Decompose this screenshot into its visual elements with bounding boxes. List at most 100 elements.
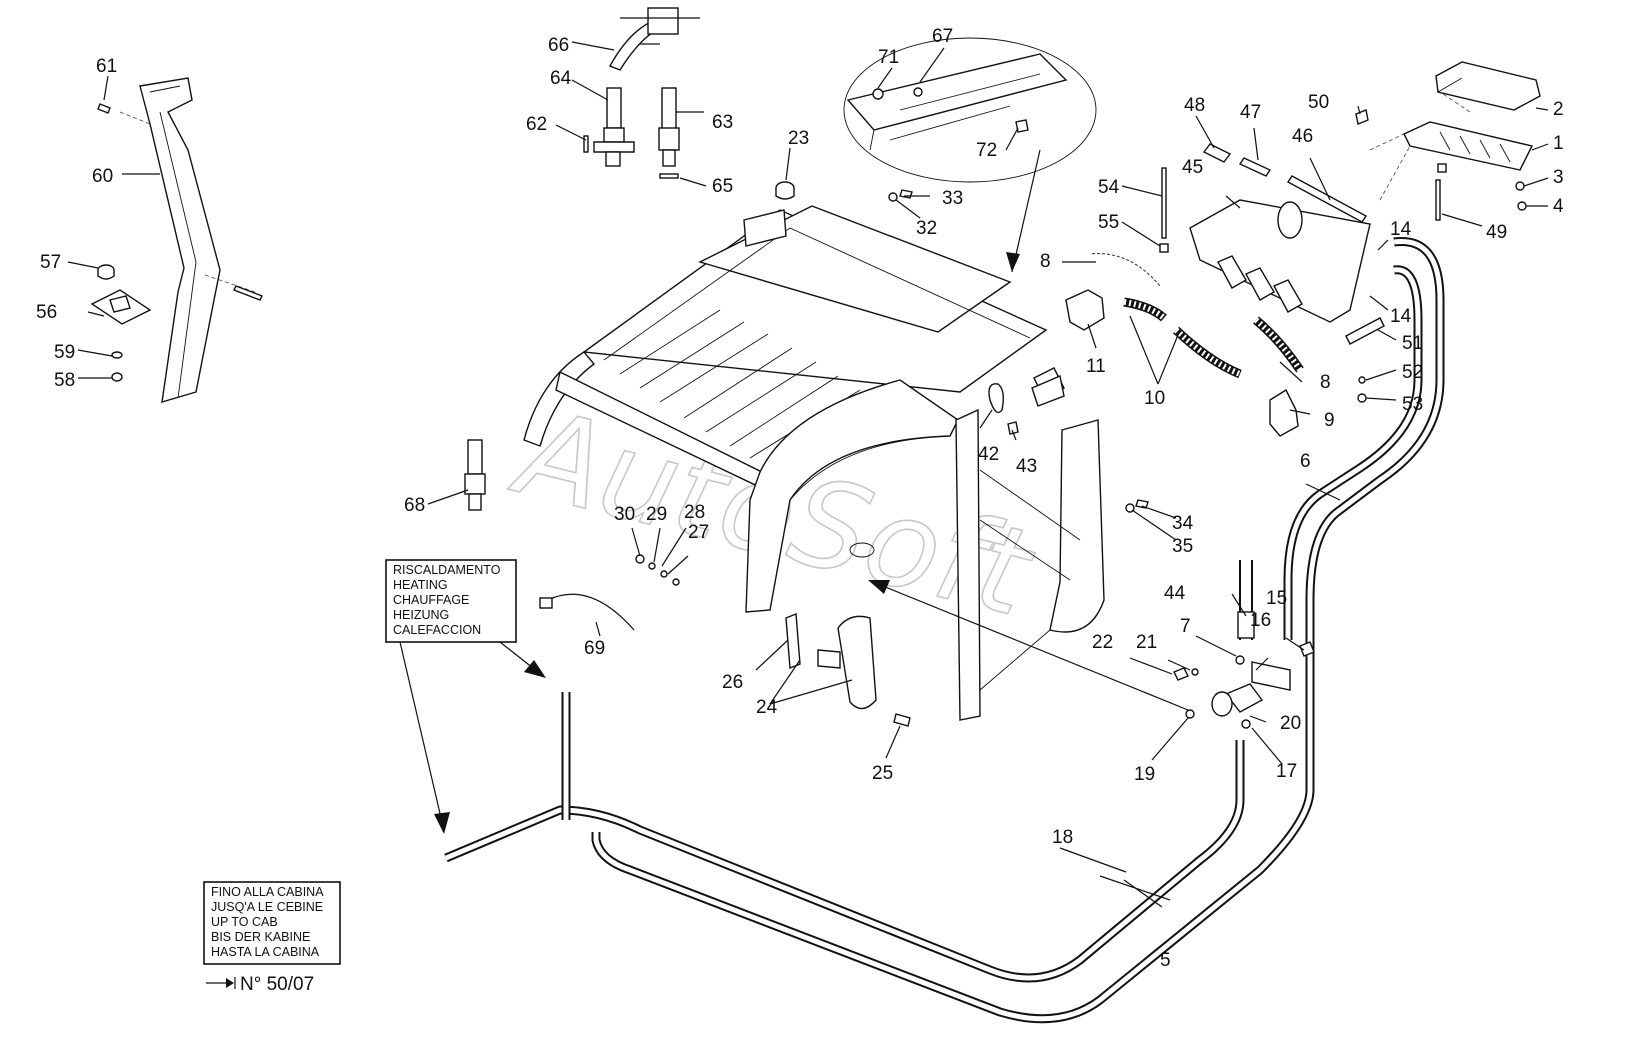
heating-line-2: HEATING	[393, 578, 448, 592]
hose-10	[1123, 297, 1242, 379]
callout-48: 48	[1184, 95, 1205, 116]
callout-56: 56	[36, 302, 57, 323]
hose-8-top	[1089, 250, 1163, 288]
callout-55: 55	[1098, 212, 1119, 233]
serial-note-text: N° 50/07	[240, 974, 314, 995]
callout-25: 25	[872, 763, 893, 784]
duct-11	[1065, 289, 1105, 331]
cable-69	[539, 593, 635, 631]
callout-62: 62	[526, 114, 547, 135]
hose-6b	[1283, 265, 1423, 640]
callout-71: 71	[878, 47, 899, 68]
callout-26: 26	[722, 672, 743, 693]
callout-57: 57	[40, 252, 61, 273]
pin-62	[583, 135, 589, 153]
callout-34: 34	[1172, 513, 1194, 534]
callout-5: 5	[1160, 950, 1171, 971]
nut-58	[111, 372, 123, 382]
hose-6	[591, 237, 1445, 1024]
callout-42: 42	[978, 444, 999, 465]
callout-15: 15	[1266, 588, 1287, 609]
callout-32: 32	[916, 218, 937, 239]
callout-1: 1	[1553, 133, 1564, 154]
callout-14-bottom: 14	[1390, 306, 1412, 327]
up-to-cab-line-5: HASTA LA CABINA	[211, 945, 320, 959]
callout-20: 20	[1280, 713, 1301, 734]
callout-43: 43	[1016, 456, 1037, 477]
callout-54: 54	[1098, 177, 1120, 198]
pillar-trim	[119, 77, 263, 403]
callout-64: 64	[550, 68, 572, 89]
callout-30: 30	[614, 504, 635, 525]
up-to-cab-line-1: FINO ALLA CABINA	[211, 885, 324, 899]
callout-3: 3	[1553, 167, 1564, 188]
elbow-48	[1202, 143, 1232, 163]
callout-65: 65	[712, 176, 733, 197]
connection-arrow	[849, 542, 1189, 711]
callout-69: 69	[584, 638, 605, 659]
callout-44: 44	[1164, 583, 1186, 604]
screw-32-33	[888, 189, 913, 202]
up-to-cab-line-2: JUSQ'A LE CEBINE	[211, 900, 323, 914]
callout-60: 60	[92, 166, 113, 187]
callout-17: 17	[1276, 761, 1297, 782]
duct-cab-outlet	[1031, 375, 1065, 407]
mirror-24	[785, 612, 877, 710]
callout-8-top: 8	[1040, 251, 1051, 272]
callout-45: 45	[1182, 157, 1203, 178]
callout-labels: 1 2 3 4 5 6 7 8 8 9 10 11 14 14 15 16 17…	[36, 26, 1564, 971]
callout-11: 11	[1086, 356, 1106, 377]
valve-63	[658, 87, 680, 167]
hose-44	[1237, 560, 1255, 640]
callout-63: 63	[712, 112, 733, 133]
callout-24: 24	[756, 697, 778, 718]
callout-4: 4	[1553, 196, 1564, 217]
callout-47: 47	[1240, 102, 1261, 123]
callout-35: 35	[1172, 536, 1193, 557]
bracket-51	[1345, 317, 1385, 345]
callout-29: 29	[646, 504, 667, 525]
rod-47	[1238, 157, 1272, 177]
detail-inset	[843, 37, 1097, 273]
callout-16: 16	[1250, 610, 1271, 631]
screw-61	[97, 103, 111, 114]
hardware-52-53	[1357, 376, 1367, 403]
callout-33: 33	[942, 188, 963, 209]
callout-2: 2	[1553, 99, 1564, 120]
heating-box: RISCALDAMENTO HEATING CHAUFFAGE HEIZUNG …	[385, 559, 546, 834]
callout-22: 22	[1092, 632, 1113, 653]
callout-52: 52	[1402, 362, 1423, 383]
up-to-cab-line-4: BIS DER KABINE	[211, 930, 310, 944]
bracket-56	[90, 289, 152, 325]
screw-25	[893, 713, 911, 727]
callout-68: 68	[404, 495, 425, 516]
rod-54	[1161, 167, 1167, 239]
callout-28: 28	[684, 502, 705, 523]
heater-45	[1189, 199, 1371, 323]
callout-10: 10	[1144, 388, 1165, 409]
screw-34-35	[1125, 499, 1149, 513]
callout-51: 51	[1402, 333, 1423, 354]
heating-line-4: HEIZUNG	[393, 608, 449, 622]
filter-1	[1369, 91, 1534, 201]
callout-23: 23	[788, 128, 809, 149]
clip-55	[1159, 243, 1169, 253]
washer-59	[111, 351, 123, 359]
callout-50: 50	[1308, 92, 1329, 113]
valve-68	[464, 439, 486, 511]
filter-cover-2	[1435, 61, 1541, 111]
callout-9: 9	[1324, 410, 1335, 431]
callout-6: 6	[1300, 451, 1311, 472]
screw-43	[1007, 421, 1019, 435]
valve-64	[593, 87, 635, 167]
up-to-cab-line-3: UP TO CAB	[211, 915, 278, 929]
callout-46: 46	[1292, 126, 1313, 147]
rod-46	[1286, 175, 1368, 223]
callout-58: 58	[54, 370, 75, 391]
callout-19: 19	[1134, 764, 1155, 785]
cab-frame	[523, 205, 1105, 721]
heating-line-5: CALEFACCION	[393, 623, 481, 637]
plug-23	[775, 181, 795, 200]
up-to-cab-box: FINO ALLA CABINA JUSQ'A LE CEBINE UP TO …	[203, 881, 341, 965]
